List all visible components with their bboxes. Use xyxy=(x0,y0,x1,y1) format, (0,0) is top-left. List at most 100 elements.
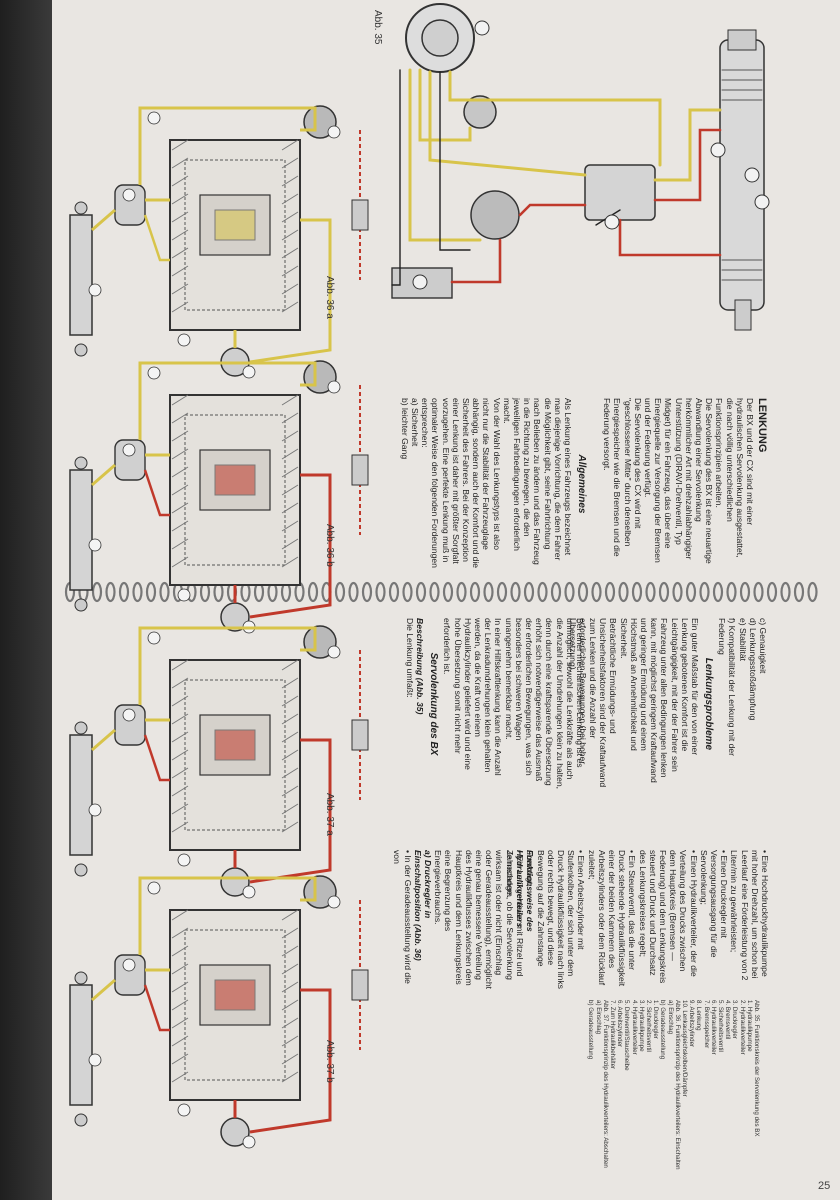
binding-ring xyxy=(456,581,467,603)
paragraph: Als Lenkung eines Fahrzeugs bezeichnet m… xyxy=(501,398,573,565)
legend-item: 6. Arbeitszylinder xyxy=(616,1000,624,1048)
paragraph: Die Lenkung umfaßt: xyxy=(404,618,415,698)
binding-ring xyxy=(388,581,400,603)
binding-ring xyxy=(645,581,656,603)
legend-item: a) Einschlag xyxy=(594,1000,602,1035)
binding-ring xyxy=(537,581,548,603)
binding-ring xyxy=(631,581,643,603)
legend-item: 2. Hydraulikverteiler xyxy=(738,1000,746,1055)
legend-item: b) Geradeausstellung xyxy=(659,1000,667,1060)
binding-ring xyxy=(145,581,157,603)
legend-item: 10. Lenkausgleichskolben/Dämpfer xyxy=(680,1000,688,1097)
binding-ring xyxy=(780,581,791,603)
legend-item: 4. Hydraulikverteiler xyxy=(630,1000,638,1055)
paragraph: Je nachdem, ob die Servolenkung wirksam … xyxy=(433,850,515,990)
caption-abb36a: Abb. 36 a xyxy=(324,276,335,319)
caption-abb36b: Abb. 36 b xyxy=(324,524,335,567)
caption-abb37b: Abb. 37 b xyxy=(324,1040,335,1083)
subheading-small: Beschreibung (Abb. 35) xyxy=(415,618,426,715)
binding-ring xyxy=(307,581,319,603)
list-item: b) leichter Gang xyxy=(399,398,410,460)
binding-ring xyxy=(793,581,805,603)
legend-item: 1. Druckregler xyxy=(652,1000,660,1039)
legend-item: 3. Druckregler xyxy=(731,1000,739,1039)
binding-ring xyxy=(523,581,535,603)
binding-ring xyxy=(375,581,386,603)
binding-shadow xyxy=(0,0,52,1200)
legend-title: Abb. 36. Funktionsprinzip des Hydraulikv… xyxy=(673,1000,681,1170)
binding-ring xyxy=(564,581,575,603)
binding-ring xyxy=(496,581,508,603)
paragraph: Bei einer mechanischen Lenkung ist es un… xyxy=(503,618,585,790)
legend-item: 8. Lenkung xyxy=(695,1000,703,1031)
binding-ring xyxy=(105,581,116,603)
subheading: Funktionsweise des Hydraulikverteilers xyxy=(514,850,535,932)
list-item: d) Lenkungsstoßdämpfung xyxy=(747,618,758,721)
text-column-2: Allgemeines Als Lenkung eines Fahrzeugs … xyxy=(400,398,590,570)
binding-ring xyxy=(577,581,589,603)
text-column-1: LENKUNG Der BX und der CX sind mit einer… xyxy=(602,398,768,570)
binding-ring xyxy=(807,581,818,603)
list-item: e) Stabilität xyxy=(737,618,748,661)
legend-item: b) Geradeausstellung xyxy=(587,1000,595,1060)
hydraulic-system-diagram xyxy=(391,3,770,331)
bullet: • Eine Hochdruckhydraulikpumpe mit hoher… xyxy=(729,850,770,981)
text-column-4: • Eine Hochdruckhydraulikpumpe mit hoher… xyxy=(505,850,770,990)
legend-item: 7. Bremsspeicher xyxy=(702,1000,710,1049)
legend-item: 5. Drehventil/Stauscheibe xyxy=(623,1000,631,1071)
caption-abb35: Abb. 35 xyxy=(372,10,383,45)
list-item: a) Sicherheit xyxy=(409,398,420,447)
binding-ring xyxy=(618,581,629,603)
binding-ring xyxy=(334,581,346,603)
valve-schematic xyxy=(69,625,369,899)
figure-legend: Abb. 35. Funktionskreis der Servolenkung… xyxy=(587,1000,760,1190)
binding-ring xyxy=(712,581,724,603)
bullet: • Ein Steuerventil, das die unter Druck … xyxy=(586,850,638,987)
text-column-4b: Funktionsweise des Hydraulikverteilers J… xyxy=(392,850,535,990)
binding-ring xyxy=(510,581,521,603)
legend-item: 3. Hydraulikpumpe xyxy=(637,1000,645,1052)
binding-ring xyxy=(550,581,562,603)
paragraph: Ein guter Maßstab für den von einer Lenk… xyxy=(618,618,700,783)
binding-ring xyxy=(726,581,737,603)
legend-item: a) Einschlag xyxy=(666,1000,674,1035)
valve-schematics xyxy=(69,105,369,1149)
subheading: Servolenkung des BX xyxy=(428,652,440,756)
binding-ring xyxy=(604,581,616,603)
paragraph: Von der Wahl des Lenkungstyps ist also n… xyxy=(420,398,502,569)
valve-schematic xyxy=(69,105,369,379)
bullet: • In der Geradeausstellung wird die von xyxy=(392,850,413,984)
list-item: f) Kompatibilität der Lenkung mit der Fe… xyxy=(717,618,738,757)
paragraph: Die Servolenkung des BX ist eine neuarti… xyxy=(642,398,715,564)
binding-ring xyxy=(739,581,751,603)
binding-ring xyxy=(442,581,454,603)
legend-item: 2. Sicherheitsventil xyxy=(644,1000,652,1052)
subheading-small: a) Druckregler in Einschaltposition (Abb… xyxy=(412,850,433,961)
valve-schematic xyxy=(69,360,369,634)
subheading: Lenkungsprobleme xyxy=(702,657,714,751)
bullet: • Einen Hydraulikverteiler, der die Vert… xyxy=(637,850,699,984)
legend-item: 6. Hydraulikverteiler xyxy=(709,1000,717,1055)
binding-ring xyxy=(766,581,778,603)
bullet: • Einen Druckregler mit Versorgungsausga… xyxy=(698,850,730,958)
subheading: Allgemeines xyxy=(576,454,587,514)
binding-ring xyxy=(469,581,481,603)
binding-ring xyxy=(699,581,710,603)
binding-ring xyxy=(429,581,440,603)
legend-title: Abb. 37. Funktionsprinzip des Hydraulikv… xyxy=(601,1000,609,1168)
paragraph: Die Servolenkung des CX wird mit "geschl… xyxy=(602,398,643,557)
legend-item: 9. Arbeitszylinder xyxy=(688,1000,696,1048)
section-title: LENKUNG xyxy=(756,398,768,453)
binding-ring xyxy=(672,581,683,603)
legend-item: 1. Hydraulikpumpe xyxy=(745,1000,753,1052)
paragraph: In einer Hilfskraftlenkung kann die Anza… xyxy=(442,618,504,776)
binding-ring xyxy=(118,581,130,603)
binding-ring xyxy=(132,581,143,603)
binding-ring xyxy=(591,581,602,603)
binding-ring xyxy=(159,581,170,603)
text-column-3: c) Genauigkeit d) Lenkungsstoßdämpfung e… xyxy=(567,618,768,790)
paragraph: Der BX und der CX sind mit einer hydraul… xyxy=(714,398,755,558)
caption-abb37a: Abb. 37 a xyxy=(324,793,335,836)
legend-title: Abb. 35. Funktionskreis der Servolenkung… xyxy=(753,1000,760,1137)
